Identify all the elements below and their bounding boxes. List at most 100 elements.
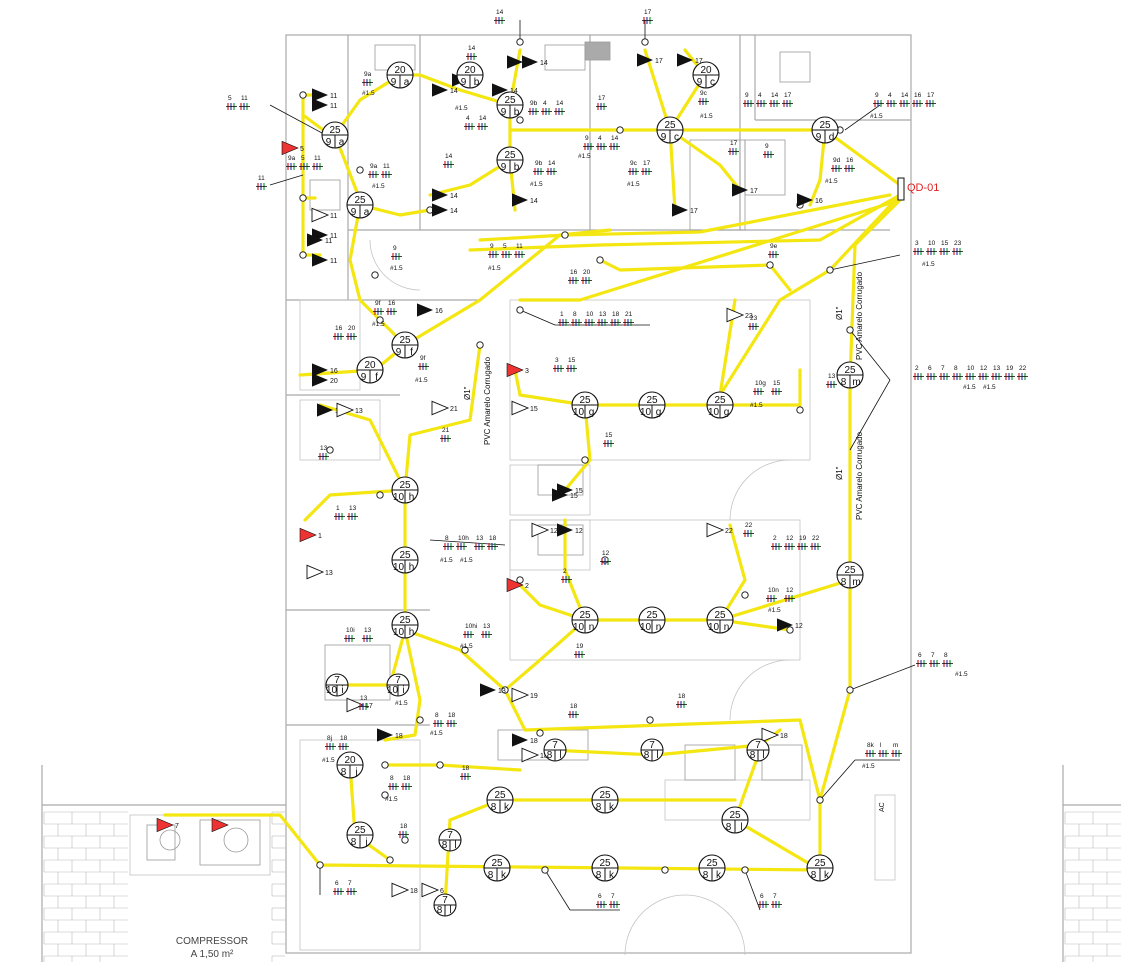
- switch-device[interactable]: 17: [637, 53, 663, 67]
- switch-device[interactable]: 15: [557, 483, 583, 497]
- outlet-device[interactable]: 18: [761, 727, 788, 743]
- switch-device[interactable]: 17: [732, 183, 758, 197]
- outlet-device[interactable]: 18: [521, 747, 548, 763]
- junction-node: [846, 326, 854, 334]
- circuit-number: 22: [745, 522, 753, 529]
- switch-device[interactable]: 14: [432, 188, 458, 202]
- switch-device[interactable]: 18: [512, 733, 538, 747]
- special-outlet[interactable]: 5: [281, 140, 304, 156]
- switch-device[interactable]: 13: [480, 683, 506, 697]
- outlet-device[interactable]: 19: [511, 687, 538, 703]
- switch-device[interactable]: 17: [672, 203, 698, 217]
- switch-device[interactable]: 16: [312, 363, 338, 377]
- luminaire-circuit: 8: [437, 905, 443, 916]
- switch-device[interactable]: 14: [432, 83, 458, 97]
- outlet-device[interactable]: 12: [531, 522, 558, 538]
- switch-device[interactable]: 11: [312, 253, 337, 267]
- outlet-device[interactable]: 13: [336, 402, 363, 418]
- switch-device[interactable]: 18: [377, 728, 403, 742]
- circuit-number: 18: [489, 535, 497, 542]
- special-outlet[interactable]: 2: [506, 577, 529, 593]
- outlet-device[interactable]: 15: [511, 400, 538, 416]
- switch-device[interactable]: 14: [492, 83, 518, 97]
- switch-device[interactable]: 17: [677, 53, 703, 67]
- circuit-label: #1.5: [390, 265, 403, 272]
- circuit-number: 22: [1019, 365, 1027, 372]
- circuit-number: 8: [944, 652, 948, 659]
- switch-device[interactable]: 14: [522, 55, 548, 69]
- switch-device[interactable]: 11: [312, 98, 337, 112]
- switch-device[interactable]: 11: [312, 88, 337, 102]
- luminaire-circuit: 8: [341, 767, 347, 778]
- device-number: 3: [525, 368, 529, 375]
- special-outlet[interactable]: 7: [156, 817, 179, 833]
- special-outlet[interactable]: 3: [506, 362, 529, 378]
- panel-qd01[interactable]: QD-01: [897, 177, 939, 201]
- circuit-number: #1.5: [700, 113, 713, 120]
- circuit-number: 11: [516, 243, 523, 250]
- switch-device[interactable]: 16: [417, 303, 443, 317]
- outlet-device[interactable]: 21: [431, 400, 458, 416]
- switch-device[interactable]: 16: [797, 193, 823, 207]
- outlet-device[interactable]: 11: [311, 207, 337, 223]
- switch-device[interactable]: 20: [312, 373, 338, 387]
- switch-device[interactable]: 11: [307, 233, 332, 247]
- special-outlet[interactable]: 1: [299, 527, 322, 543]
- circuit-number: 9a: [364, 71, 372, 78]
- switch-device[interactable]: 14: [512, 193, 538, 207]
- circuit-number: 10h: [458, 535, 469, 542]
- special-outlet[interactable]: [211, 817, 229, 833]
- switch-device[interactable]: 14: [432, 203, 458, 217]
- outlet-device[interactable]: 13: [306, 564, 333, 580]
- circuit-number: 12: [786, 587, 794, 594]
- outlet-device[interactable]: 6: [421, 882, 444, 898]
- outlet-device[interactable]: 18: [391, 882, 418, 898]
- switch-device[interactable]: 12: [557, 523, 583, 537]
- outlet-device[interactable]: 22: [706, 522, 733, 538]
- switch-device[interactable]: 12: [777, 618, 803, 632]
- circuit-number: 9a: [370, 163, 378, 170]
- outlet-device[interactable]: 23: [726, 307, 753, 323]
- luminaire-power: 25: [714, 610, 726, 621]
- circuit-number: 9c: [630, 160, 638, 167]
